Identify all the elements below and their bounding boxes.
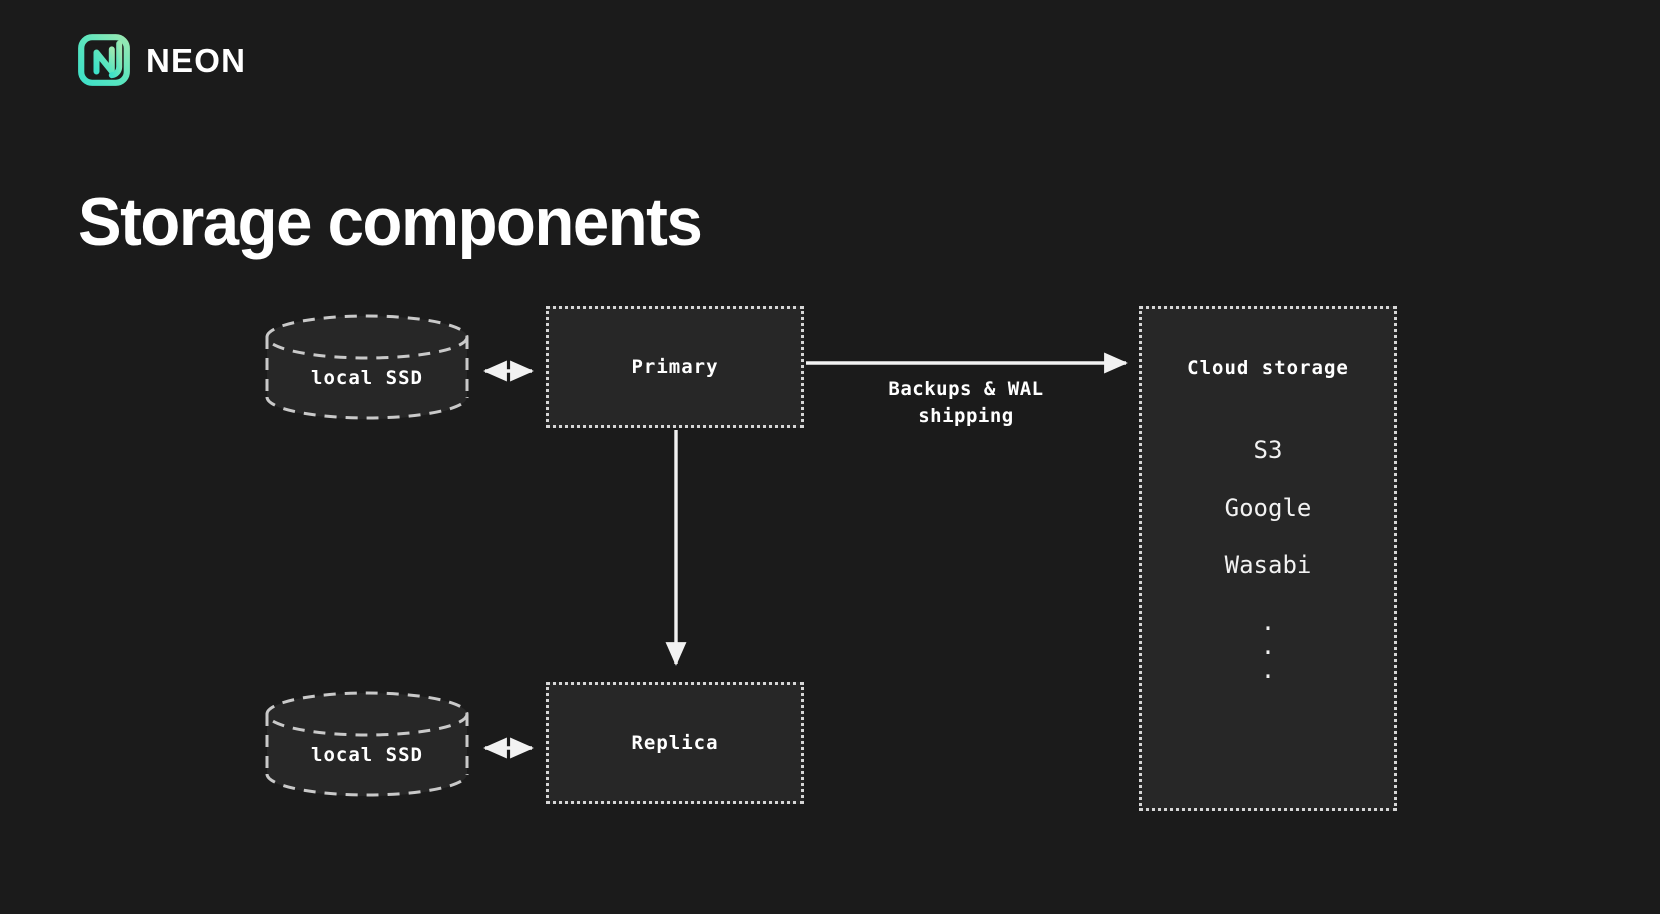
- node-cloud-storage[interactable]: Cloud storage S3 Google Wasabi . . .: [1139, 306, 1397, 811]
- ellipsis-dot: .: [1260, 655, 1276, 684]
- page-title: Storage components: [78, 183, 703, 260]
- cloud-provider-item: Wasabi: [1224, 551, 1312, 580]
- node-label-cloud-storage: Cloud storage: [1187, 357, 1349, 379]
- brand-logo: NEON: [78, 34, 246, 86]
- cloud-provider-item: Google: [1224, 493, 1312, 522]
- node-local-ssd-replica[interactable]: local SSD: [265, 691, 469, 797]
- node-replica[interactable]: Replica: [546, 682, 804, 804]
- cloud-provider-item: S3: [1253, 436, 1283, 464]
- node-primary[interactable]: Primary: [546, 306, 804, 428]
- ellipsis-dot: .: [1260, 607, 1276, 636]
- ellipsis-dot: .: [1260, 631, 1276, 660]
- node-label-replica: Replica: [631, 732, 719, 754]
- brand-wordmark: NEON: [146, 41, 247, 79]
- node-label-local-ssd-replica: local SSD: [311, 744, 423, 766]
- node-label-primary: Primary: [631, 356, 719, 378]
- cloud-provider-list: S3 Google Wasabi . . .: [1212, 436, 1324, 682]
- node-local-ssd-primary[interactable]: local SSD: [265, 314, 469, 420]
- edge-label-backups-wal: Backups & WAL shipping: [888, 378, 1044, 427]
- node-label-local-ssd-primary: local SSD: [311, 367, 423, 389]
- cloud-provider-ellipsis: . . .: [1212, 610, 1324, 682]
- neon-logo-icon: [78, 34, 130, 86]
